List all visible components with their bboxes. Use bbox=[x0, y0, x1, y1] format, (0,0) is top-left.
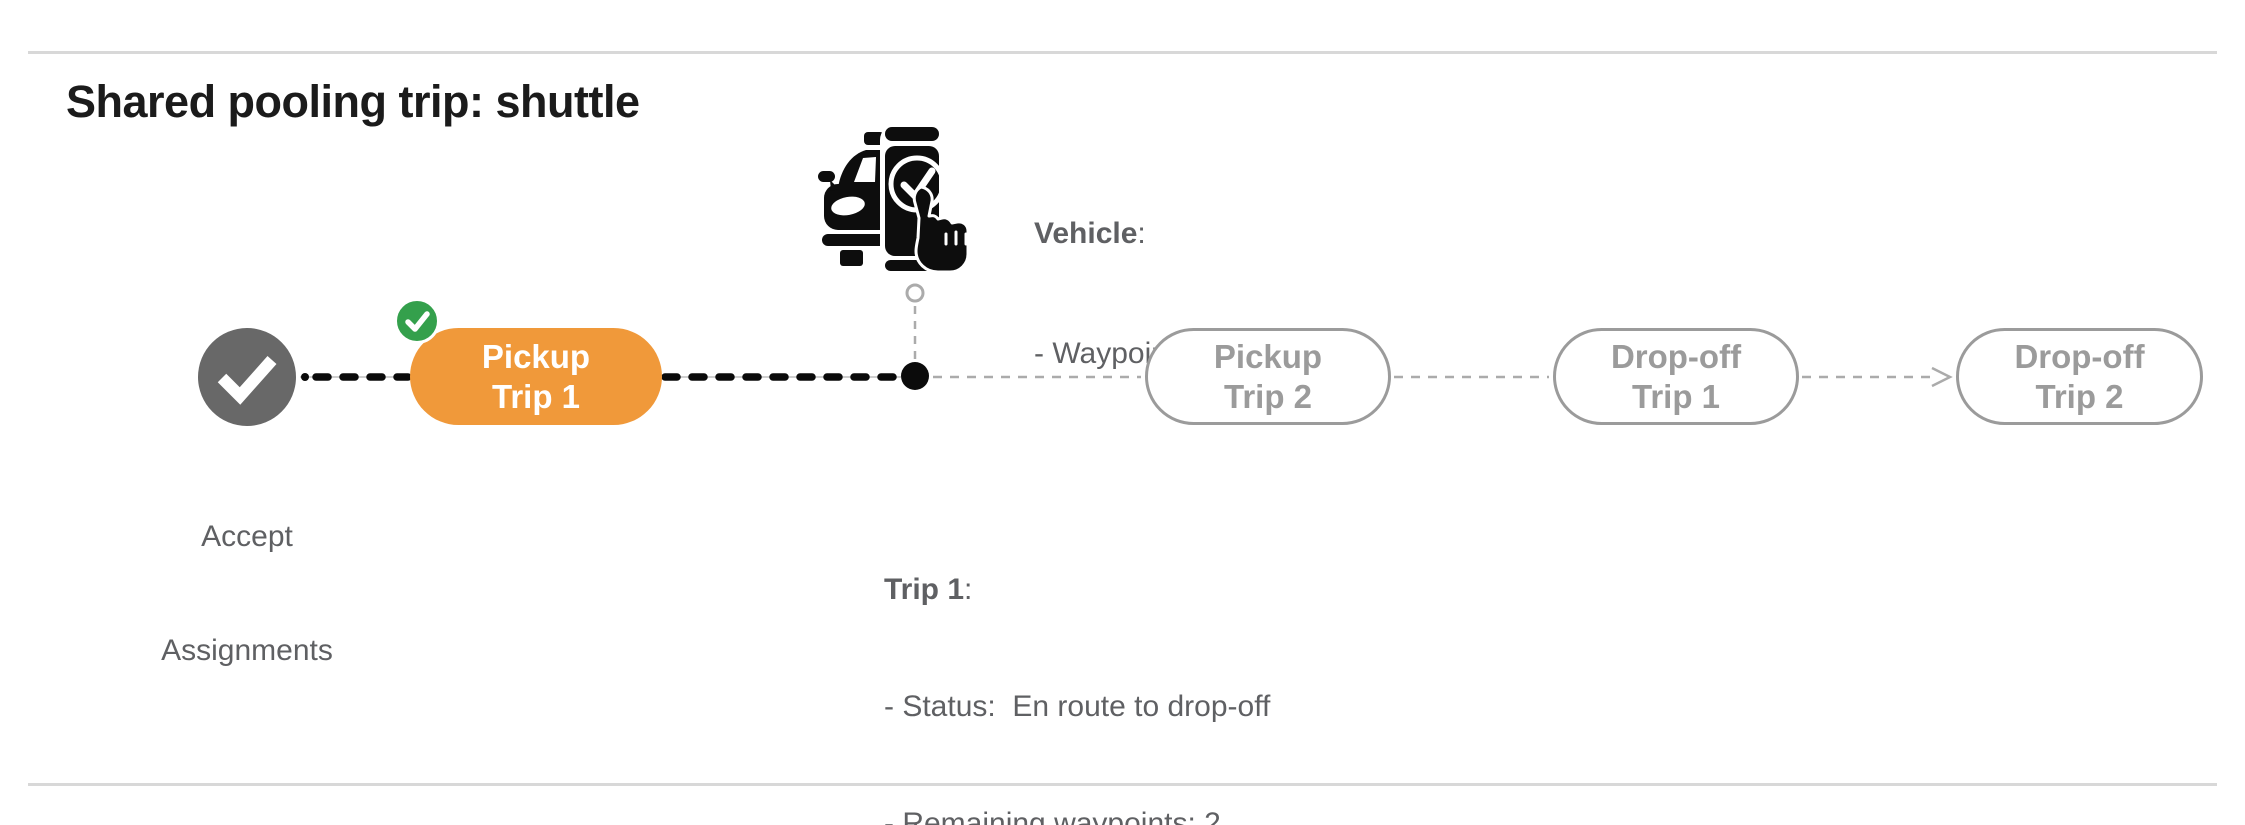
page-title: Shared pooling trip: shuttle bbox=[66, 76, 640, 127]
trip1-heading: Trip 1: bbox=[884, 573, 973, 606]
step-pickup-trip-1: Pickup Trip 1 bbox=[410, 328, 662, 425]
vehicle-position-dot bbox=[901, 362, 929, 390]
vehicle-leader-circle bbox=[905, 283, 925, 303]
car-phone-check-icon bbox=[818, 124, 988, 276]
check-icon bbox=[405, 311, 430, 332]
trip-status-annotation: Trip 1: - Status: En route to drop-off -… bbox=[884, 492, 1270, 825]
vehicle-annotation-heading: Vehicle: bbox=[1034, 217, 1146, 250]
step-pickup-trip-2: Pickup Trip 2 bbox=[1145, 328, 1391, 425]
route-dash-dot bbox=[301, 373, 309, 381]
check-icon bbox=[217, 356, 277, 405]
trip1-remaining: - Remaining waypoints: 2 bbox=[884, 807, 1221, 825]
trip1-status: - Status: En route to drop-off bbox=[884, 690, 1271, 723]
accept-assignments-node bbox=[198, 328, 296, 426]
step-dropoff-trip-1: Drop-off Trip 1 bbox=[1553, 328, 1799, 425]
top-divider bbox=[28, 51, 2217, 54]
arrow-right-icon bbox=[1931, 366, 1953, 388]
accept-assignments-label: Accept Assignments bbox=[161, 520, 333, 667]
completed-badge bbox=[394, 298, 440, 344]
step-dropoff-trip-2: Drop-off Trip 2 bbox=[1956, 328, 2203, 425]
bottom-divider bbox=[28, 783, 2217, 786]
tapping-hand-icon bbox=[912, 185, 970, 274]
